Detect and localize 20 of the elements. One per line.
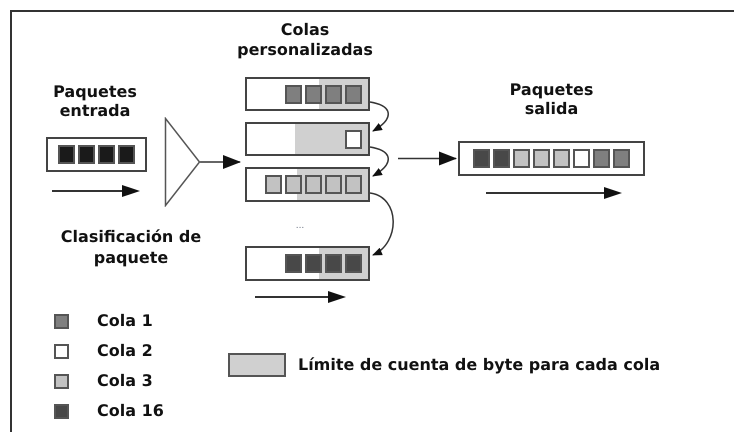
node-caption: Clasificación de paquete	[60, 226, 202, 268]
arrow	[200, 155, 241, 169]
queue-bar	[245, 122, 370, 156]
heading-text: Paquetes entrada	[52, 82, 138, 120]
legend-text: Cola 1	[97, 310, 153, 332]
legend-text: Cola 16	[97, 400, 164, 422]
heading-text: Paquetes salida	[508, 80, 594, 118]
legend-text: Límite de cuenta de byte para cada cola	[298, 354, 660, 376]
queue-bar	[245, 167, 370, 202]
classifier-triangle	[164, 117, 201, 207]
arrow	[370, 192, 394, 256]
ellipsis-text: ...	[294, 220, 306, 233]
arrow	[370, 101, 389, 132]
queue-bar	[245, 246, 370, 281]
queue-bar	[245, 77, 370, 111]
arrow	[398, 152, 457, 166]
legend-text: Cola 2	[97, 340, 153, 362]
group-heading: Colas personalizadas	[236, 20, 374, 60]
arrow	[370, 146, 389, 177]
legend-text: Cola 3	[97, 370, 153, 392]
